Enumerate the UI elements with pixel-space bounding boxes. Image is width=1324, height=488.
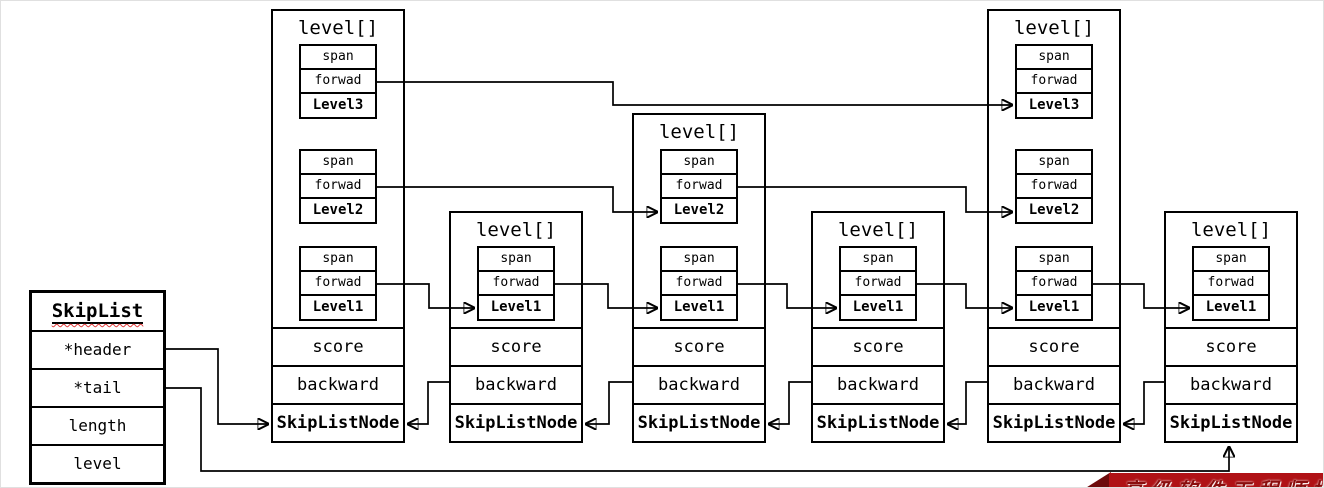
- skiplistnode-5: level[] span forwad Level3 span forwad L…: [987, 9, 1121, 443]
- ribbon-fold: [1084, 472, 1111, 487]
- level-cell: span forwad Level1: [660, 246, 738, 321]
- skiplist-field-length: length: [32, 406, 163, 444]
- level-name: Level1: [1028, 299, 1080, 315]
- level-array-label: level[]: [1190, 219, 1272, 241]
- level-cell: span forwad Level3: [299, 44, 377, 119]
- level-array-label: level[]: [837, 219, 919, 241]
- forward-label: forwad: [301, 175, 375, 199]
- skiplistnode-2: level[] span forwad Level1 score backwar…: [449, 211, 583, 443]
- ribbon-banner: 高级软件工程师培训: [1109, 473, 1323, 487]
- skiplist-field-level: level: [32, 444, 163, 482]
- arrow-n1L2-to-n3L2: [377, 186, 657, 212]
- forward-label: forwad: [841, 272, 915, 296]
- span-label: span: [1194, 248, 1268, 272]
- skiplist-field-header: *header: [32, 330, 163, 368]
- span-label: span: [301, 151, 375, 175]
- skiplistnode-1: level[] span forwad Level3 span forwad L…: [271, 9, 405, 443]
- span-label: span: [1017, 151, 1091, 175]
- score-row: score: [989, 327, 1119, 365]
- skiplist-title: SkipList: [32, 293, 163, 330]
- arrow-n1L3-to-n5L3: [377, 81, 1012, 105]
- score-row: score: [1166, 327, 1296, 365]
- forward-label: forwad: [1017, 70, 1091, 94]
- span-label: span: [301, 248, 375, 272]
- arrow-n2back-to-n1: [408, 381, 449, 424]
- backward-row: backward: [1166, 365, 1296, 403]
- level-name: Level2: [1028, 202, 1080, 218]
- score-row: score: [813, 327, 943, 365]
- skiplist-struct-box: SkipList *header *tail length level: [29, 290, 166, 485]
- span-label: span: [1017, 248, 1091, 272]
- skiplistnode-6: level[] span forwad Level1 score backwar…: [1164, 211, 1298, 443]
- skiplistnode-4: level[] span forwad Level1 score backwar…: [811, 211, 945, 443]
- skiplist-title-text: SkipList: [51, 300, 144, 322]
- backward-row: backward: [813, 365, 943, 403]
- level-name: Level1: [852, 299, 904, 315]
- span-label: span: [1017, 46, 1091, 70]
- level-cell: span forwad Level2: [299, 149, 377, 224]
- level-cell: span forwad Level1: [1015, 246, 1093, 321]
- level-name: Level3: [1028, 97, 1080, 113]
- level-cell: span forwad Level1: [1192, 246, 1270, 321]
- node-type-row: SkipListNode: [634, 403, 764, 441]
- span-label: span: [662, 151, 736, 175]
- node-type-row: SkipListNode: [989, 403, 1119, 441]
- node-type-row: SkipListNode: [273, 403, 403, 441]
- level-name: Level2: [673, 202, 725, 218]
- span-label: span: [662, 248, 736, 272]
- arrow-n3L2-to-n5L2: [738, 186, 1012, 212]
- level-array-label: level[]: [658, 121, 740, 143]
- level-name: Level1: [673, 299, 725, 315]
- arrow-n4back-to-n3: [769, 381, 811, 424]
- forward-label: forwad: [301, 70, 375, 94]
- level-cell: span forwad Level1: [839, 246, 917, 321]
- level-cell: span forwad Level1: [299, 246, 377, 321]
- level-name: Level3: [312, 97, 364, 113]
- level-name: Level1: [490, 299, 542, 315]
- backward-row: backward: [634, 365, 764, 403]
- score-row: score: [451, 327, 581, 365]
- span-label: span: [479, 248, 553, 272]
- score-row: score: [634, 327, 764, 365]
- backward-row: backward: [273, 365, 403, 403]
- backward-row: backward: [451, 365, 581, 403]
- arrow-header-to-n1: [166, 348, 268, 424]
- level-cell: span forwad Level3: [1015, 44, 1093, 119]
- level-name: Level1: [1205, 299, 1257, 315]
- score-row: score: [273, 327, 403, 365]
- forward-label: forwad: [662, 272, 736, 296]
- arrow-n6back-to-n5: [1124, 381, 1164, 424]
- span-label: span: [841, 248, 915, 272]
- span-label: span: [301, 46, 375, 70]
- skiplistnode-3: level[] span forwad Level2 span forwad L…: [632, 113, 766, 443]
- forward-label: forwad: [1194, 272, 1268, 296]
- arrow-n5back-to-n4: [948, 381, 987, 424]
- level-array-label: level[]: [475, 219, 557, 241]
- level-cell: span forwad Level2: [660, 149, 738, 224]
- node-type-row: SkipListNode: [451, 403, 581, 441]
- level-name: Level2: [312, 202, 364, 218]
- skiplist-field-tail: *tail: [32, 368, 163, 406]
- level-name: Level1: [312, 299, 364, 315]
- forward-label: forwad: [1017, 272, 1091, 296]
- ribbon-text: 高级软件工程师培训: [1123, 474, 1323, 487]
- forward-label: forwad: [301, 272, 375, 296]
- level-cell: span forwad Level2: [1015, 149, 1093, 224]
- forward-label: forwad: [662, 175, 736, 199]
- arrow-n3back-to-n2: [586, 381, 632, 424]
- forward-label: forwad: [1017, 175, 1091, 199]
- level-array-label: level[]: [297, 17, 379, 39]
- level-cell: span forwad Level1: [477, 246, 555, 321]
- backward-row: backward: [989, 365, 1119, 403]
- forward-label: forwad: [479, 272, 553, 296]
- node-type-row: SkipListNode: [813, 403, 943, 441]
- node-type-row: SkipListNode: [1166, 403, 1296, 441]
- level-array-label: level[]: [1013, 17, 1095, 39]
